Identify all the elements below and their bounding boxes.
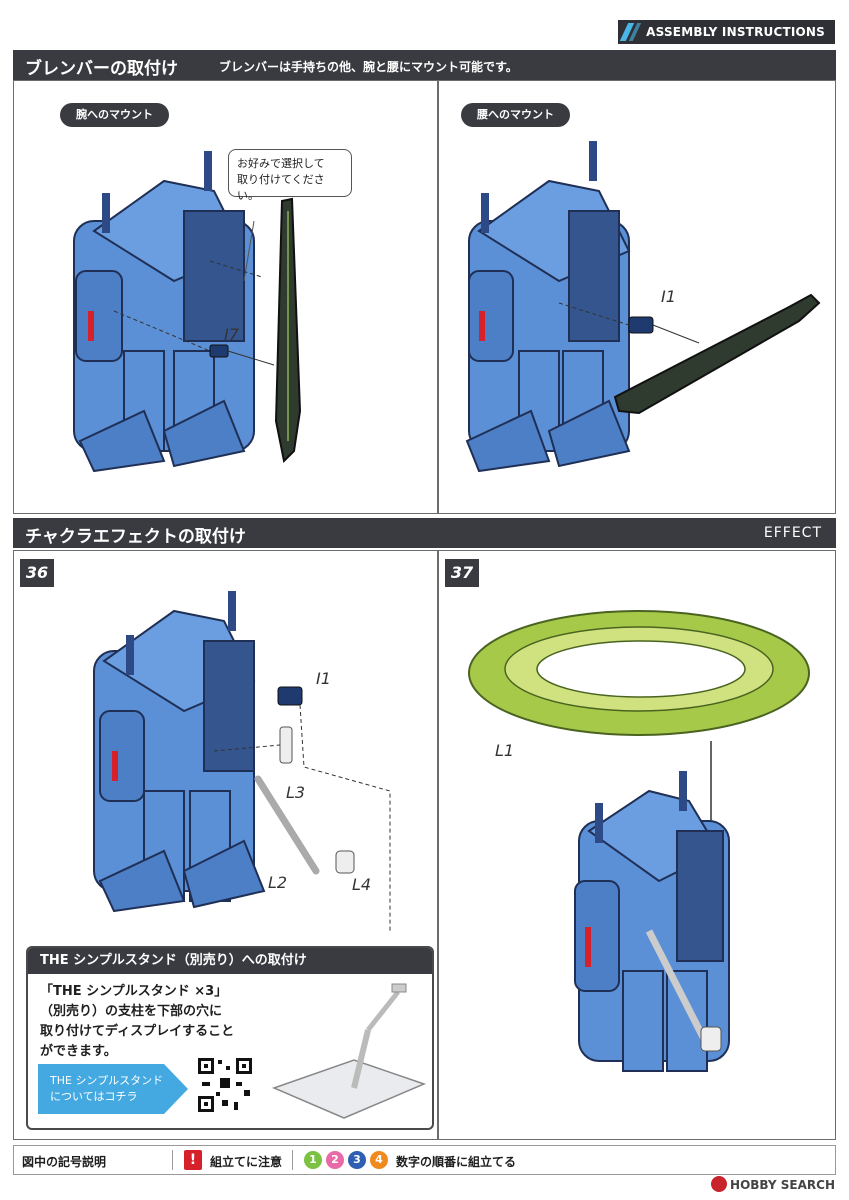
simple-stand-info-box: THE シンプルスタンド（別売り）への取付け 「THE シンプルスタンド ×3」… bbox=[26, 946, 434, 1130]
hobby-search-watermark: HOBBY SEARCH bbox=[711, 1176, 835, 1192]
part-l2-shape bbox=[254, 775, 320, 875]
part-i7-shape bbox=[209, 344, 229, 358]
stand-box-header: THE シンプルスタンド（別売り）への取付け bbox=[28, 948, 432, 974]
stand-body-line: 取り付けてディスプレイすること bbox=[40, 1024, 235, 1039]
symbol-legend: 図中の記号説明 ! 組立てに注意 1 2 3 4 数字の順番に組立てる bbox=[13, 1145, 836, 1175]
part-l4-shape bbox=[335, 850, 355, 874]
part-label-l3: L3 bbox=[286, 783, 306, 802]
stand-body-line: （別売り）の支柱を下部の穴に bbox=[40, 1004, 223, 1019]
robot-figure bbox=[465, 141, 631, 473]
simple-stand-link[interactable]: THE シンプルスタンド についてはコチラ bbox=[38, 1064, 188, 1114]
robot-figure bbox=[73, 151, 255, 473]
section-title: ブレンバーの取付け bbox=[25, 59, 178, 79]
stand-body-line: ができます。 bbox=[40, 1044, 117, 1059]
part-label-l1: L1 bbox=[495, 741, 515, 760]
watermark-text: HOBBY SEARCH bbox=[730, 1178, 835, 1192]
chakra-effect-illustration bbox=[468, 610, 810, 1072]
order-number-2-icon: 2 bbox=[326, 1151, 344, 1169]
robot-arm-mount-illustration bbox=[73, 151, 302, 473]
panel-waist-mount: 腰へのマウント I1 bbox=[438, 80, 836, 514]
hobby-search-logo-icon bbox=[711, 1176, 728, 1192]
robot-figure bbox=[93, 591, 266, 913]
arm-mount-label: 腕へのマウント bbox=[60, 103, 169, 127]
panel-arm-mount: 腕へのマウント お好みで選択して 取り付けてください。 I7 bbox=[13, 80, 438, 514]
brenbar-weapon bbox=[613, 293, 821, 415]
link-line-1: THE シンプルスタンド bbox=[50, 1074, 164, 1087]
panel-step-37: 37 L1 bbox=[438, 550, 836, 1140]
robot-figure bbox=[574, 771, 730, 1072]
callout-bubble: お好みで選択して 取り付けてください。 bbox=[228, 149, 352, 202]
waist-mount-label: 腰へのマウント bbox=[461, 103, 570, 127]
order-number-1-icon: 1 bbox=[304, 1151, 322, 1169]
callout-line-2: 取り付けてください。 bbox=[237, 173, 325, 202]
part-label-i1: I1 bbox=[661, 287, 676, 306]
part-i1-shape bbox=[277, 686, 303, 706]
assembly-instructions-tab: ASSEMBLY INSTRUCTIONS bbox=[618, 20, 835, 44]
robot-stand-mount-illustration bbox=[93, 591, 391, 931]
qr-code[interactable] bbox=[196, 1056, 254, 1114]
simple-stand-illustration bbox=[271, 983, 427, 1119]
chakra-effect-ring bbox=[468, 610, 810, 736]
order-text: 数字の順番に組立てる bbox=[396, 1155, 517, 1169]
part-l3-shape bbox=[279, 726, 293, 764]
legend-divider bbox=[292, 1150, 293, 1170]
callout-line-1: お好みで選択して bbox=[237, 157, 325, 170]
legend-divider bbox=[172, 1150, 173, 1170]
part-label-l4: L4 bbox=[352, 875, 372, 894]
section-subtitle: ブレンバーは手持ちの他、腕と腰にマウント可能です。 bbox=[219, 60, 518, 74]
step-number: 36 bbox=[20, 559, 54, 587]
section-bar-brenbar: ブレンバーの取付け ブレンバーは手持ちの他、腕と腰にマウント可能です。 bbox=[13, 50, 836, 80]
section-title: チャクラエフェクトの取付け bbox=[25, 527, 246, 547]
stand-box-body: 「THE シンプルスタンド ×3」 （別売り）の支柱を下部の穴に 取り付けてディ… bbox=[40, 982, 270, 1062]
stand-body-line: 「THE シンプルスタンド ×3」 bbox=[40, 984, 228, 999]
order-number-4-icon: 4 bbox=[370, 1151, 388, 1169]
legend-title: 図中の記号説明 bbox=[22, 1155, 107, 1169]
effect-label: EFFECT bbox=[763, 525, 822, 541]
warning-text: 組立てに注意 bbox=[210, 1155, 283, 1169]
brenbar-weapon bbox=[274, 197, 302, 464]
part-label-i7: I7 bbox=[224, 325, 239, 344]
part-label-i1: I1 bbox=[316, 669, 331, 688]
warning-icon: ! bbox=[184, 1150, 202, 1170]
step-number: 37 bbox=[445, 559, 479, 587]
order-number-3-icon: 3 bbox=[348, 1151, 366, 1169]
section-bar-chakra-effect: チャクラエフェクトの取付け EFFECT bbox=[13, 518, 836, 548]
link-line-2: についてはコチラ bbox=[50, 1090, 138, 1103]
robot-waist-mount-illustration bbox=[465, 141, 821, 473]
part-label-l2: L2 bbox=[268, 873, 288, 892]
part-i1-shape bbox=[628, 316, 654, 334]
